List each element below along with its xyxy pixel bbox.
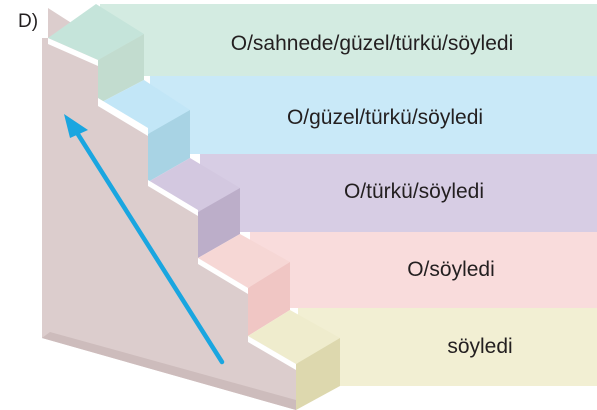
step-5-riser	[296, 338, 340, 410]
band-2	[150, 76, 597, 154]
step-3-riser	[198, 188, 240, 258]
band-5	[298, 308, 597, 386]
step-2-top	[98, 80, 190, 134]
step-4-top	[198, 234, 290, 288]
bands	[100, 4, 597, 386]
step-1-edge	[48, 38, 98, 66]
band-4	[250, 232, 597, 308]
wall-shade	[42, 332, 296, 410]
arrow-shaft	[71, 125, 225, 365]
steps	[48, 4, 340, 410]
band-3	[200, 154, 597, 232]
step-4-riser	[248, 262, 290, 336]
step-5-top	[248, 310, 340, 364]
step-2-label: O/güzel/türkü/söyledi	[287, 106, 483, 129]
band-1	[100, 4, 597, 76]
step-2-edge	[98, 98, 148, 136]
step-5-edge	[248, 336, 296, 370]
step-1-top	[48, 4, 144, 60]
up-arrow-icon	[64, 114, 225, 365]
option-label: D)	[18, 11, 38, 32]
step-1-riser	[98, 34, 144, 104]
step-5-label: söyledi	[447, 335, 512, 358]
step-1-label: O/sahnede/güzel/türkü/söyledi	[231, 32, 514, 55]
step-3-top	[148, 158, 240, 212]
step-4-edge	[198, 258, 248, 294]
step-3-label: O/türkü/söyledi	[344, 180, 484, 203]
step-labels: O/sahnede/güzel/türkü/söyledi O/güzel/tü…	[231, 32, 514, 358]
step-4-label: O/söyledi	[407, 258, 495, 281]
arrow-head	[64, 114, 88, 138]
step-3-edge	[148, 180, 198, 216]
